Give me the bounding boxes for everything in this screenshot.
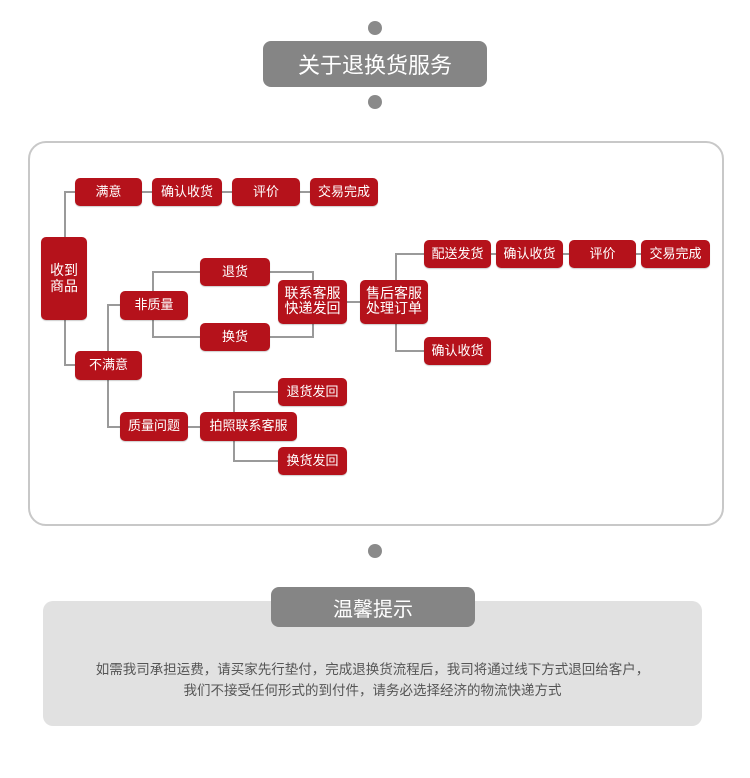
connector — [233, 391, 278, 462]
notice-title: 温馨提示 — [271, 587, 475, 627]
node-quality-issue: 质量问题 — [120, 412, 188, 441]
node-received-goods: 收到 商品 — [41, 237, 87, 320]
node-return-ship-back: 退货发回 — [278, 378, 347, 406]
connector — [395, 253, 424, 352]
decor-dot — [368, 21, 382, 35]
connector — [107, 304, 120, 428]
node-transaction-complete-2: 交易完成 — [641, 240, 710, 268]
node-review-2: 评价 — [569, 240, 636, 268]
node-exchange: 换货 — [200, 323, 270, 351]
notice-line-1: 如需我司承担运费，请买家先行垫付，完成退换货流程后，我司将通过线下方式退回给客户… — [95, 662, 650, 678]
connector — [64, 191, 75, 237]
node-photo-contact: 拍照联系客服 — [200, 412, 297, 441]
connector — [270, 271, 314, 338]
node-confirm-receipt: 确认收货 — [152, 178, 222, 206]
connector — [64, 320, 75, 366]
page-title: 关于退换货服务 — [263, 41, 487, 87]
node-confirm-receipt-3: 确认收货 — [424, 337, 491, 365]
decor-dot — [368, 95, 382, 109]
node-review: 评价 — [232, 178, 300, 206]
node-unsatisfied: 不满意 — [75, 351, 142, 380]
notice-text: 如需我司承担运费，请买家先行垫付，完成退换货流程后，我司将通过线下方式退回给客户… — [43, 660, 702, 702]
connector — [152, 271, 200, 338]
node-confirm-receipt-2: 确认收货 — [496, 240, 563, 268]
node-contact-ship-back: 联系客服 快递发回 — [278, 280, 347, 324]
decor-dot — [368, 544, 382, 558]
node-transaction-complete: 交易完成 — [310, 178, 378, 206]
node-aftersale-process: 售后客服 处理订单 — [360, 280, 428, 324]
node-exchange-ship-back: 换货发回 — [278, 447, 347, 475]
notice-line-2: 我们不接受任何形式的到付件，请务必选择经济的物流快递方式 — [183, 683, 562, 699]
node-deliver: 配送发货 — [424, 240, 491, 268]
node-satisfied: 满意 — [75, 178, 142, 206]
node-return: 退货 — [200, 258, 270, 286]
flowchart-frame — [28, 141, 724, 526]
node-non-quality: 非质量 — [120, 291, 188, 320]
